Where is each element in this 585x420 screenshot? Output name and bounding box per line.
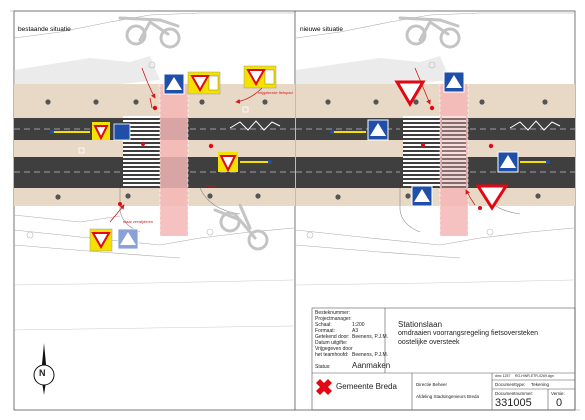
field-formaat-value: A3 [352, 328, 359, 334]
sign-yield-new-bottom [475, 184, 509, 211]
field-schaal-label: Schaal: [315, 322, 332, 328]
right-panel-map [295, 12, 575, 286]
panel-title-new: nieuwe situatie [300, 26, 343, 33]
version-label: Versie: [551, 391, 565, 396]
doc-type-label: Documenttype: [495, 382, 526, 387]
field-besteknummer-label: Besteknummer: [315, 310, 351, 316]
field-getekend-value: Beenens, P.J.M. [352, 334, 389, 340]
titleblock-frame [311, 307, 576, 411]
municipality-name: Gemeente Breda [336, 382, 397, 391]
status-value: Aanmaken [352, 361, 391, 370]
sign-pedestrian-new-bottom [411, 185, 433, 207]
file-ref: dmc 1257 [495, 374, 511, 378]
sign-yield-left-lane [50, 122, 131, 141]
annotation-vrijgekerde: vrijgekerde fietspad [258, 90, 293, 95]
sign-pedestrian-crossing-new-top [443, 71, 465, 93]
project-title: Stationslaan [398, 320, 443, 329]
sign-yield-lower-lane [218, 152, 272, 173]
version-value: 0 [556, 397, 563, 409]
doc-number: 331005 [495, 397, 532, 409]
project-subtitle-2: oostelijke oversteek [398, 339, 460, 346]
sign-yield-cyclists-top [187, 71, 221, 95]
field-datum-label: Datum uitgifte: [315, 340, 348, 346]
annotation-staat-verwijderen: staat verwijderen [123, 219, 154, 224]
sign-pedestrian-new-left [330, 119, 389, 141]
north-label: N [39, 368, 46, 378]
status-label: Status: [315, 364, 331, 370]
afdeling: Afdeling Stadsingenieurs Breda [416, 394, 480, 399]
field-formaat-label: Formaat: [315, 328, 336, 334]
doc-type-value: Tekening [531, 382, 550, 387]
sign-yield-new-top [394, 80, 426, 107]
field-vrijgegeven-label: Vrijgegeven door [315, 346, 353, 352]
panel-title-existing: bestaande situatie [18, 26, 71, 33]
doc-number-label: Documentnummer: [495, 391, 534, 396]
field-teamhoofd-value: Beenens, P.J.M. [352, 352, 389, 358]
sign-pedestrian-crossing [163, 73, 185, 95]
field-teamhoofd-label: het teamhoofd: [315, 352, 349, 358]
directie: Directie Beheer [416, 382, 448, 387]
north-arrow [33, 343, 55, 395]
sign-pedestrian-new-right [497, 151, 550, 173]
field-getekend-label: Getekend door: [315, 334, 350, 340]
sign-bottom-left [89, 228, 139, 252]
field-schaal-value: 1:200 [352, 322, 365, 328]
field-projectmanager-label: Projectmanager: [315, 316, 352, 322]
file-code: RO-HWR-ETR-0269.dgn [515, 374, 554, 378]
breda-logo [316, 379, 332, 395]
project-subtitle-1: omdraaien voorrangsregeling fietsoverste… [398, 330, 539, 337]
left-panel-map [13, 12, 295, 331]
sign-yield-right [243, 65, 277, 89]
